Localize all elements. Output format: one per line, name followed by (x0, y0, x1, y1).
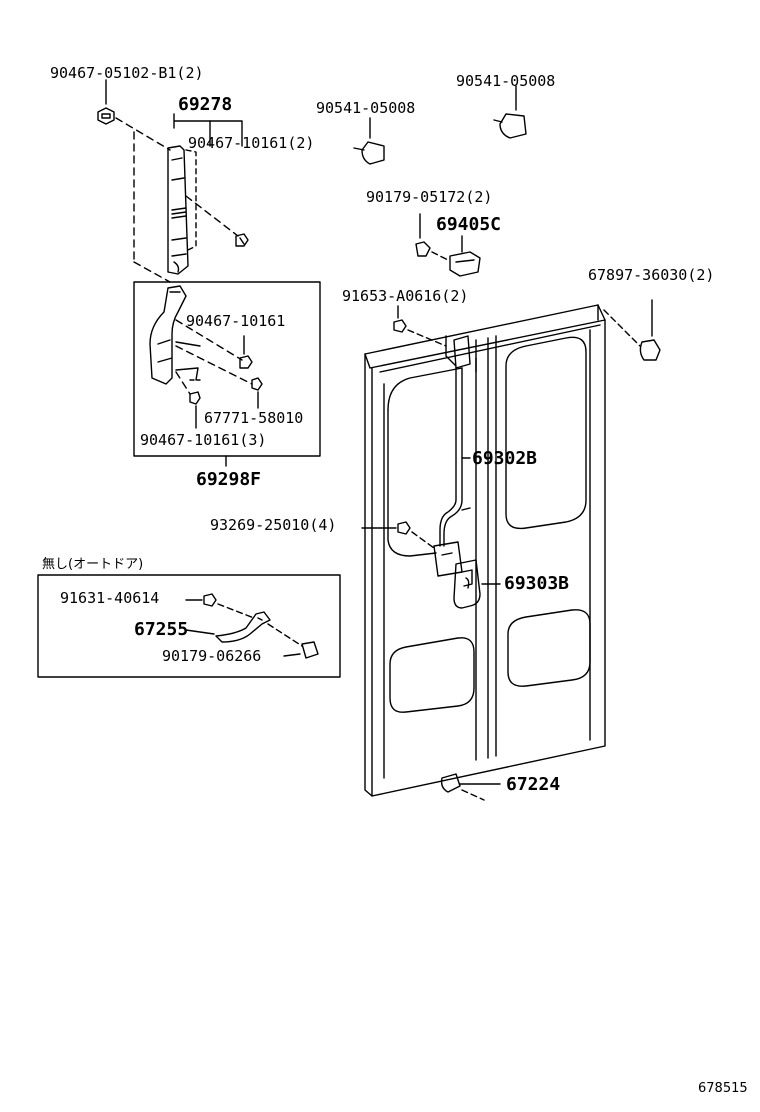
leader-dash-11 (407, 329, 447, 347)
label-91631-40614: 91631-40614 (60, 589, 160, 607)
label-67897-36030: 67897-36030(2) (588, 266, 715, 284)
label-90541-05008-b: 90541-05008 (456, 72, 556, 90)
leader-dash-5 (175, 319, 243, 361)
bracket-69278 (173, 113, 243, 147)
stopper-67255 (185, 611, 271, 643)
label-90467-10161-3: 90467-10161(3) (140, 431, 267, 449)
roller-67224 (440, 773, 501, 793)
bumper-6789736030 (639, 299, 661, 361)
roller-9054105008b (493, 85, 527, 139)
label-90179-05172: 90179-05172(2) (366, 188, 493, 206)
screw-91653A0616 (393, 305, 407, 333)
roller-9054105008a (353, 117, 385, 165)
lower-hinge-69298F (149, 285, 201, 385)
label-90467-10161-2: 90467-10161(2) (188, 134, 315, 152)
leader-dash-12 (411, 531, 435, 549)
label-90179-06266: 90179-06266 (162, 647, 262, 665)
upper-hinge-69278 (167, 145, 197, 275)
nut-9017905172 (415, 213, 431, 257)
leader-dash-6 (175, 345, 253, 385)
leader-dash-4 (185, 195, 239, 237)
leader-dash-7 (175, 371, 191, 395)
label-69298F: 69298F (196, 469, 262, 490)
nut-9046710161b (239, 335, 253, 369)
label-91653-A0616: 91653-A0616(2) (342, 287, 469, 305)
clip-9017906266 (283, 641, 319, 659)
leader-dash-9 (431, 251, 449, 261)
clip-6777158010 (251, 377, 263, 409)
label-69278: 69278 (178, 94, 233, 115)
box-69298F (133, 281, 321, 457)
note-label: 無し(オートドア) (42, 557, 144, 572)
label-69302B: 69302B (472, 448, 538, 469)
screw-9326925010 (361, 521, 411, 535)
label-67255: 67255 (134, 619, 189, 640)
lock-assembly-69303B (453, 559, 481, 609)
leader-dash-14 (267, 623, 303, 647)
label-67771-58010: 67771-58010 (204, 409, 304, 427)
nut-9046705102 (97, 79, 115, 125)
nut-9046710161c (189, 391, 201, 429)
label-93269-25010: 93269-25010(4) (210, 516, 337, 534)
leader-dash-13 (217, 603, 255, 619)
label-90541-05008-a: 90541-05008 (316, 99, 416, 117)
label-90467-05102: 90467-05102-B1(2) (50, 64, 204, 82)
leader-dash-1 (115, 117, 171, 151)
leader-dash-10 (603, 309, 641, 347)
striker-69405C (449, 235, 481, 277)
label-69405C: 69405C (436, 214, 502, 235)
option-box (37, 574, 341, 678)
figure-id: 678515 (698, 1081, 748, 1096)
label-67224: 67224 (506, 774, 561, 795)
leader-dash-3 (133, 261, 171, 283)
label-90467-10161: 90467-10161 (186, 312, 286, 330)
label-69303B: 69303B (504, 573, 570, 594)
door-panel (364, 304, 606, 797)
nut-9163140614 (185, 593, 217, 607)
nut-9046710161a (235, 233, 249, 247)
leader-dash-15 (461, 789, 485, 801)
